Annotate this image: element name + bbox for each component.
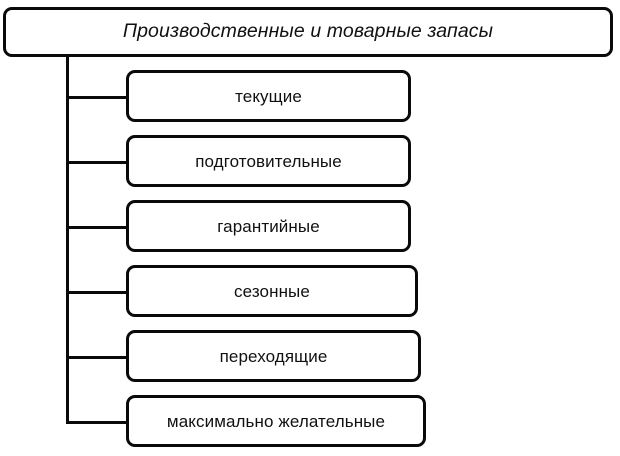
child-node-6: максимально желательные <box>126 395 426 447</box>
connector-branch-4 <box>66 291 128 294</box>
connector-branch-6 <box>66 421 128 424</box>
child-node-1: текущие <box>126 70 411 122</box>
child-node-2-label: подготовительные <box>195 151 342 171</box>
child-node-1-label: текущие <box>235 86 302 106</box>
child-node-3-label: гарантийные <box>217 216 320 236</box>
connector-branch-1 <box>66 96 128 99</box>
child-node-5: переходящие <box>126 330 421 382</box>
connector-branch-5 <box>66 356 128 359</box>
child-node-5-label: переходящие <box>219 346 328 366</box>
root-node-label: Производственные и товарные запасы <box>122 20 494 43</box>
child-node-6-label: максимально желательные <box>166 411 386 431</box>
connector-branch-3 <box>66 226 128 229</box>
connector-spine <box>66 56 69 423</box>
child-node-4: сезонные <box>126 265 418 317</box>
child-node-4-label: сезонные <box>234 281 310 301</box>
child-node-2: подготовительные <box>126 135 411 187</box>
child-node-3: гарантийные <box>126 200 411 252</box>
connector-branch-2 <box>66 161 128 164</box>
root-node-inventory: Производственные и товарные запасы <box>3 7 613 57</box>
